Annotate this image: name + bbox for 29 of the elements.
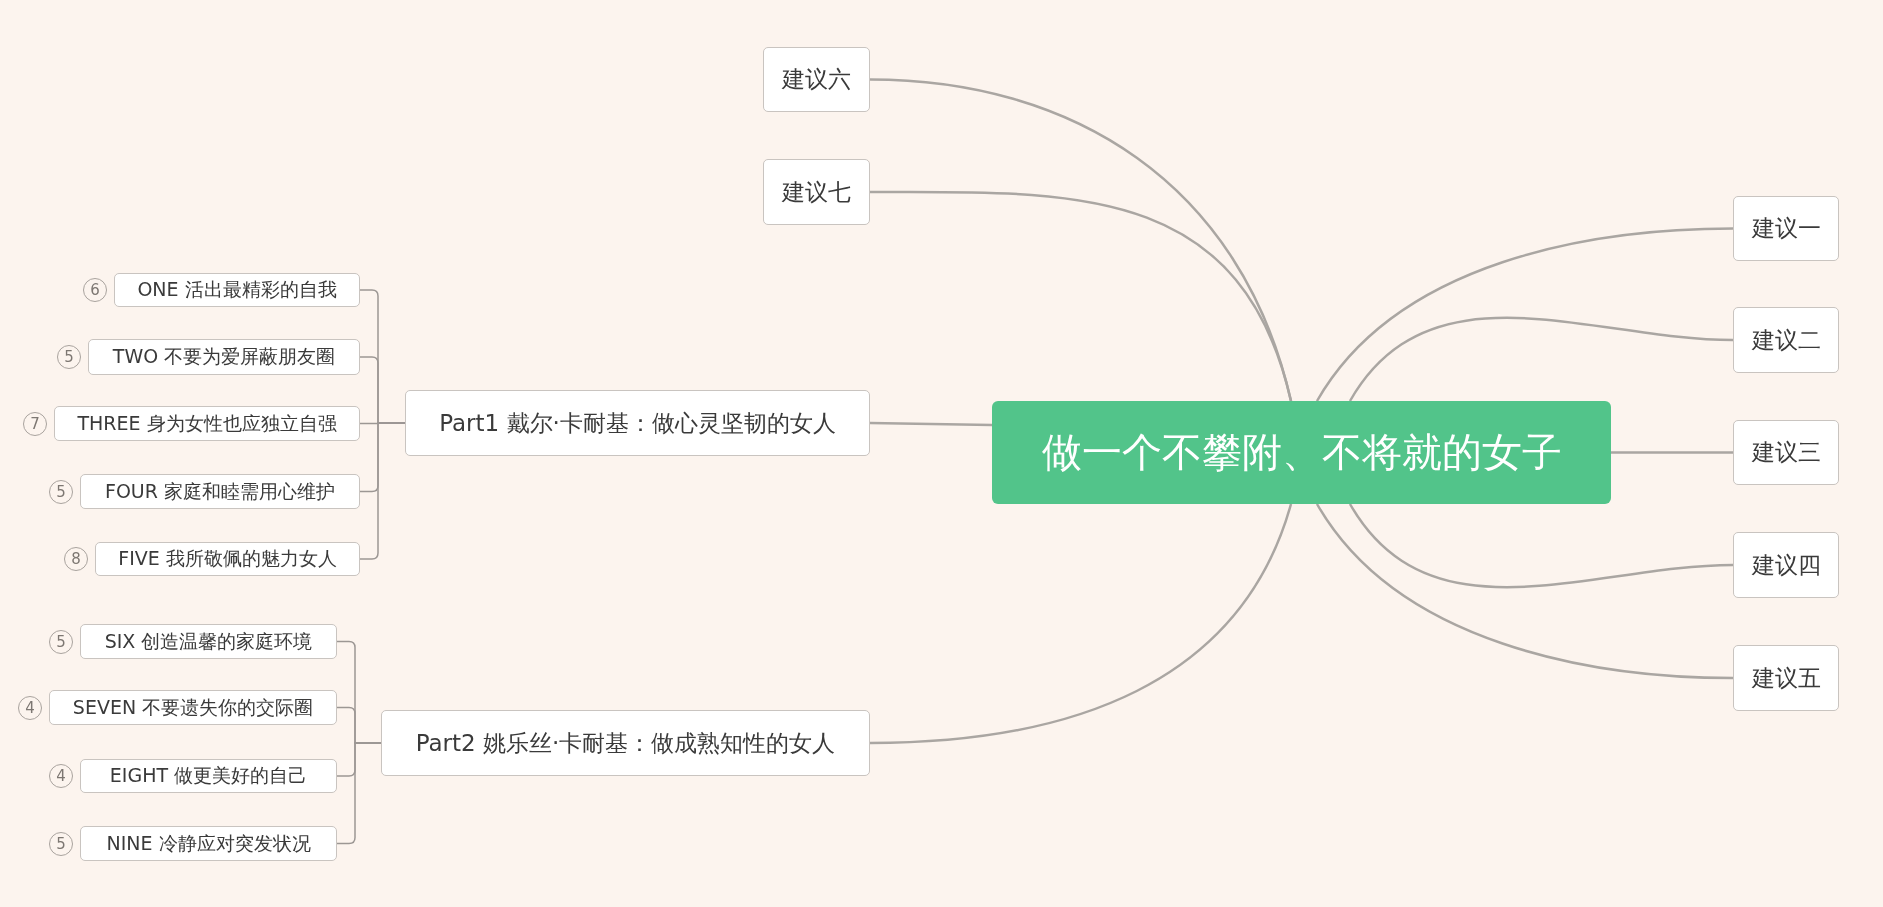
topic-box: 建议六 <box>763 47 870 112</box>
topic-box: 建议四 <box>1733 532 1839 598</box>
subtopic-box: FOUR 家庭和睦需用心维护 <box>80 474 360 509</box>
subtopic-box: THREE 身为女性也应独立自强 <box>54 406 360 441</box>
topic-box: Part2 姚乐丝·卡耐基：做成熟知性的女人 <box>381 710 870 776</box>
topic-box: 建议二 <box>1733 307 1839 373</box>
topic-box: Part1 戴尔·卡耐基：做心灵坚韧的女人 <box>405 390 870 456</box>
subtopic-box: SEVEN 不要遗失你的交际圈 <box>49 690 337 725</box>
subtopic-box: EIGHT 做更美好的自己 <box>80 759 337 793</box>
topic-box: 建议五 <box>1733 645 1839 711</box>
topic-box: 建议七 <box>763 159 870 225</box>
subtopic-box: TWO 不要为爱屏蔽朋友圈 <box>88 339 360 375</box>
subtopic-box: SIX 创造温馨的家庭环境 <box>80 624 337 659</box>
connector-line <box>869 503 1293 745</box>
subtopic-box: ONE 活出最精彩的自我 <box>114 273 360 307</box>
subtopic-box: NINE 冷静应对突发状况 <box>80 826 337 861</box>
connector-line <box>1315 503 1734 680</box>
connector-line <box>870 190 1293 402</box>
connector-line <box>1348 503 1734 589</box>
connector-line <box>336 742 382 845</box>
topic-box: 建议三 <box>1733 420 1839 485</box>
connector-line <box>359 422 406 560</box>
subtopic-box: FIVE 我所敬佩的魅力女人 <box>95 542 360 576</box>
connector-line <box>869 421 993 427</box>
central-topic: 做一个不攀附、不将就的女子 <box>992 401 1611 504</box>
connector-line <box>1348 316 1734 402</box>
topic-box: 建议一 <box>1733 196 1839 261</box>
connector-line <box>1611 451 1733 454</box>
connector-line <box>1315 227 1734 402</box>
